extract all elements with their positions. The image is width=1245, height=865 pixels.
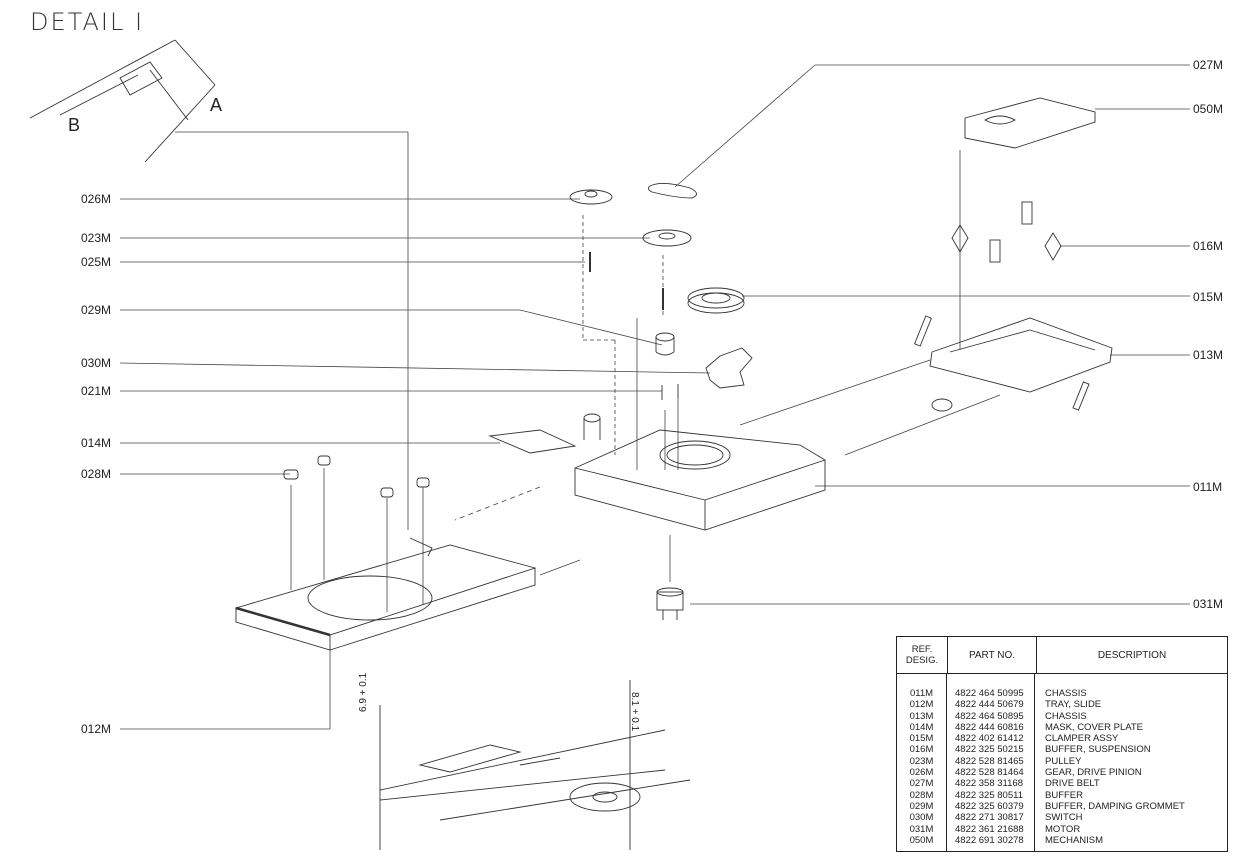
table-cell-desc: PULLEY	[1045, 755, 1082, 767]
table-cell-desc: BUFFER, SUSPENSION	[1045, 744, 1151, 756]
callout-015m: 015M	[1193, 290, 1224, 304]
callout-027m: 027M	[1193, 58, 1224, 72]
lower-detail-view	[379, 680, 691, 850]
table-cell-desc: BUFFER, DAMPING GROMMET	[1045, 800, 1185, 812]
view-label-a: A	[210, 95, 223, 115]
table-cell-desc: TRAY, SLIDE	[1045, 699, 1102, 711]
cover-plate-part	[488, 429, 577, 454]
slide-tray-part	[234, 537, 537, 651]
clamper-part	[687, 287, 745, 314]
table-cell-desc: DRIVE BELT	[1045, 778, 1100, 790]
table-cell-ref: 030M	[909, 812, 934, 824]
main-chassis-part	[574, 413, 826, 531]
table-cell-desc: SWITCH	[1045, 812, 1083, 824]
table-cell-ref: 031M	[909, 823, 934, 835]
table-cell-ref: 026M	[909, 767, 934, 779]
suspension-buffers	[951, 201, 1062, 263]
switch-part	[705, 347, 753, 389]
table-cell-part: 4822 464 50895	[955, 710, 1024, 722]
mechanism-part	[964, 97, 1096, 149]
callout-013m: 013M	[1193, 348, 1224, 362]
callout-026m: 026M	[81, 192, 112, 206]
table-cell-part: 4822 325 60379	[955, 800, 1024, 812]
table-cell-part: 4822 528 81464	[955, 767, 1024, 779]
table-cell-ref: 013M	[909, 710, 934, 722]
table-cell-ref: 028M	[909, 789, 934, 801]
table-cell-part: 4822 691 30278	[955, 834, 1024, 846]
table-cell-part: 4822 444 50679	[955, 699, 1024, 711]
table-cell-desc: MECHANISM	[1045, 834, 1104, 846]
table-cell-ref: 023M	[909, 755, 934, 767]
table-cell-desc: BUFFER	[1045, 789, 1083, 801]
callout-021m: 021M	[81, 384, 112, 398]
table-cell-part: 4822 358 31168	[955, 778, 1023, 790]
header-ref-desig: REF. DESIG.	[897, 637, 948, 673]
table-cell-desc: CHASSIS	[1045, 688, 1087, 699]
callout-030m: 030M	[81, 356, 112, 370]
header-part-no: PART NO.	[948, 637, 1037, 673]
table-cell-desc: CLAMPER ASSY	[1045, 733, 1119, 745]
view-label-b: B	[68, 115, 81, 135]
callout-025m: 025M	[81, 255, 112, 269]
table-cell-part: 4822 325 50215	[955, 744, 1024, 756]
callout-031m: 031M	[1193, 597, 1224, 611]
leader-lines	[119, 64, 1190, 730]
callout-014m: 014M	[81, 436, 112, 450]
gear-part	[569, 189, 613, 205]
table-cell-ref: 050M	[909, 834, 934, 846]
subchassis-part	[929, 317, 1113, 393]
callout-028m: 028M	[81, 467, 112, 481]
table-cell-ref: 027M	[909, 778, 934, 790]
table-cell-part: 4822 528 81465	[955, 755, 1024, 767]
table-cell-part: 4822 464 50995	[955, 688, 1024, 699]
callout-016m: 016M	[1193, 239, 1224, 253]
table-cell-desc: CHASSIS	[1045, 710, 1087, 722]
parts-table-header: REF. DESIG. PART NO. DESCRIPTION	[897, 637, 1227, 674]
table-cell-part: 4822 361 21688	[955, 823, 1024, 835]
table-cell-desc: MOTOR	[1045, 823, 1081, 835]
motor-part	[656, 587, 684, 620]
callout-011m: 011M	[1193, 480, 1223, 494]
table-cell-ref: 012M	[909, 699, 934, 711]
callout-012m: 012M	[81, 722, 112, 736]
table-cell-desc: GEAR, DRIVE PINION	[1045, 767, 1142, 779]
table-cell-part: 4822 325 80511	[955, 789, 1023, 801]
pulley-part	[642, 229, 692, 247]
header-description: DESCRIPTION	[1097, 649, 1167, 661]
table-cell-part: 4822 444 60816	[955, 721, 1024, 733]
table-cell-ref: 015M	[909, 733, 934, 745]
dimension-left: 6.9 + 0.1	[358, 672, 369, 712]
drive-belt-part	[647, 183, 697, 199]
callout-029m: 029M	[81, 303, 112, 317]
table-cell-desc: MASK, COVER PLATE	[1045, 721, 1144, 733]
table-cell-ref: 029M	[909, 800, 934, 812]
dimension-right: 8.1 + 0.1	[629, 692, 640, 732]
table-cell-part: 4822 271 30817	[955, 812, 1024, 824]
table-cell-ref: 011M	[909, 688, 934, 699]
table-cell-ref: 014M	[909, 721, 934, 733]
detail-title: DETAIL I	[30, 8, 145, 36]
table-cell-part: 4822 402 61412	[955, 733, 1024, 745]
callout-023m: 023M	[81, 231, 112, 245]
table-cell-ref: 016M	[909, 744, 934, 756]
detail-inset	[29, 39, 216, 163]
callout-050m: 050M	[1193, 102, 1224, 116]
tray-buffers	[283, 455, 430, 498]
grommet-part	[655, 332, 675, 356]
